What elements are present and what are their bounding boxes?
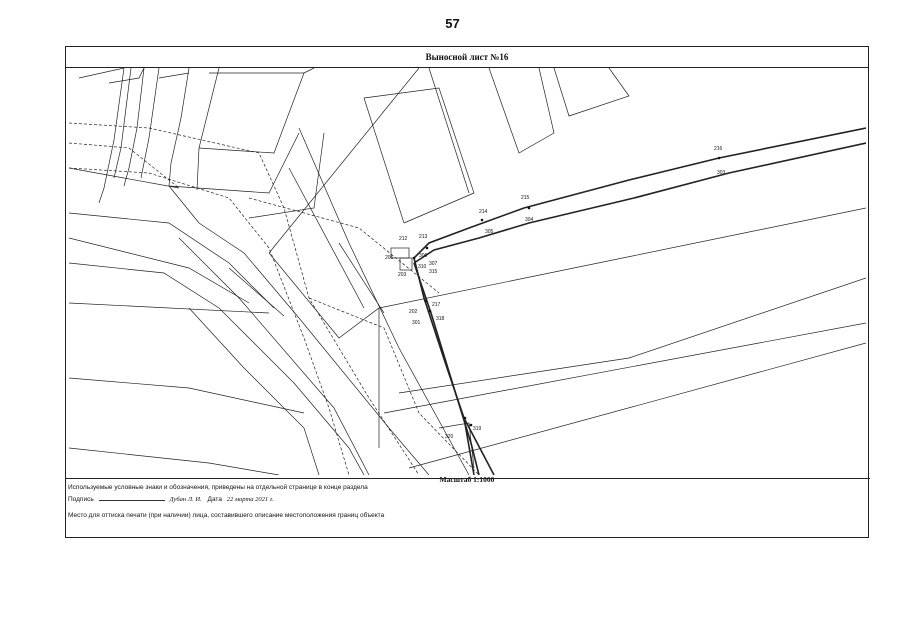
seal-note: Место для оттиска печати (при наличии) л… <box>68 512 385 519</box>
point-label: 304 <box>525 217 534 223</box>
point-label: 319 <box>473 426 482 432</box>
scale-label: Масштаб 1:1000 <box>439 475 495 484</box>
parcel-outlines-top-left <box>69 68 315 204</box>
point-label: 303 <box>717 170 726 176</box>
point-label: 315 <box>429 269 438 275</box>
signature-blank <box>98 495 165 501</box>
map-drawing: 216 303 215 214 304 305 213 212 206 306 … <box>69 68 866 475</box>
point-label: 213 <box>419 234 428 240</box>
dashed-boundaries <box>69 122 480 475</box>
point-label: 212 <box>399 236 408 242</box>
small-boxes <box>390 247 413 271</box>
road-corridor-lines <box>69 68 470 475</box>
parcel-outlines-right <box>338 68 866 469</box>
point-label: 214 <box>479 209 488 215</box>
signature-label: Подпись <box>68 496 94 503</box>
legend-note: Используемые условные знаки и обозначени… <box>68 484 368 491</box>
divider <box>66 478 870 479</box>
date-value: 22 марта 2021 г. <box>226 496 274 503</box>
date-label: Дата <box>207 496 222 503</box>
point-label: 216 <box>714 146 723 152</box>
point-label: 206 <box>385 255 394 261</box>
page-number: 57 <box>445 16 460 31</box>
point-label: 310 <box>418 264 427 270</box>
signature-line: Подпись Дубан Л. И. Дата 22 марта 2021 г… <box>68 495 274 503</box>
point-label: 202 <box>409 309 418 315</box>
point-labels: 216 303 215 214 304 305 213 212 206 306 … <box>385 146 726 440</box>
point-label: 306 <box>419 253 428 259</box>
point-label: 305 <box>485 229 494 235</box>
object-boundary <box>413 127 866 475</box>
point-label: 203 <box>398 272 407 278</box>
point-label: 215 <box>521 195 530 201</box>
point-label: 301 <box>412 320 421 326</box>
plan-sheet: Выносной лист №16 <box>65 46 870 538</box>
point-markers <box>412 156 721 427</box>
sheet-title: Выносной лист №16 <box>66 47 868 68</box>
point-label: 307 <box>429 261 438 267</box>
cadastral-map: 216 303 215 214 304 305 213 212 206 306 … <box>69 68 866 529</box>
signer-name: Дубан Л. И. <box>169 496 202 503</box>
point-label: 217 <box>432 302 441 308</box>
point-label: 318 <box>436 316 445 322</box>
point-label: 320 <box>445 434 454 440</box>
